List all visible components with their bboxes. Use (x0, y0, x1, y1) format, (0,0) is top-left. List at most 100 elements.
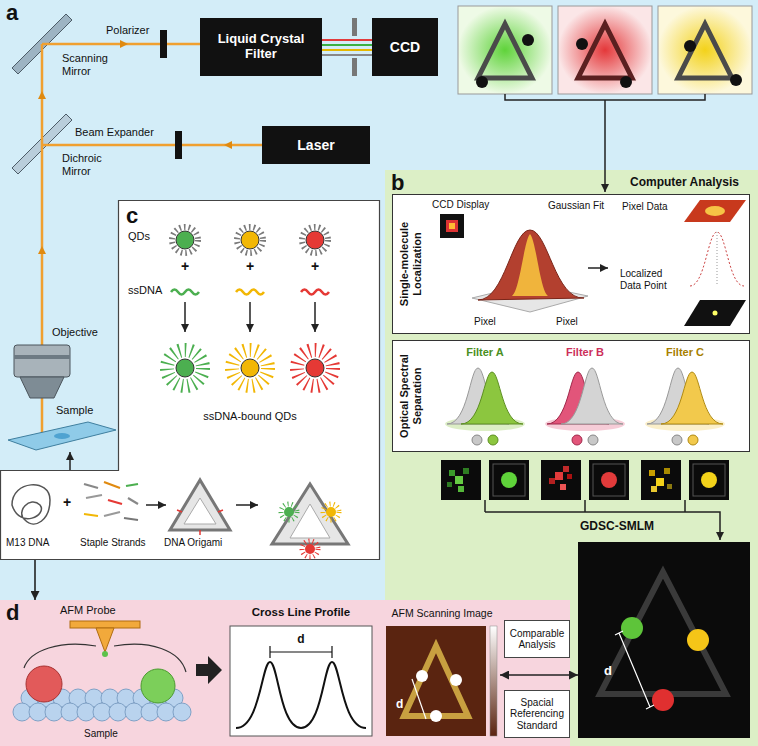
ssdna-strand (171, 290, 329, 295)
separated-image (664, 468, 670, 474)
staple-strands (104, 482, 120, 488)
part-label: QDs (128, 230, 150, 243)
sample-slide (8, 422, 116, 450)
panel-d-ground (0, 600, 570, 746)
sample-spheres (109, 703, 127, 721)
dna-origami (305, 544, 315, 554)
part-label: Scanning Mirror (62, 52, 124, 77)
polarizer (160, 30, 167, 58)
separated-image (447, 482, 452, 487)
bound-quantum-dot (297, 350, 333, 386)
part-label: ssDNA-bound QDs (180, 410, 320, 423)
flow-arrow (236, 504, 258, 506)
bound-quantum-dot (297, 350, 333, 386)
separated-image (449, 470, 455, 476)
afm-picture (412, 679, 426, 719)
staple-strands (86, 495, 102, 498)
part-label: ssDNA (128, 284, 162, 297)
note-box: Spacial Referencing Standard (504, 690, 570, 738)
sample-spheres (13, 703, 31, 721)
box-ground (392, 340, 750, 452)
plus-sign: + (308, 258, 322, 274)
ccd-image (458, 6, 552, 94)
dna-origami (284, 507, 294, 517)
filter-spectrum (445, 368, 525, 445)
plus-sign: + (60, 494, 74, 510)
polarizer (160, 30, 167, 58)
part-label: CCD Display (432, 199, 489, 211)
separated-image (441, 460, 529, 500)
filter-label: Filter C (645, 346, 725, 359)
connector-arrow (500, 674, 578, 676)
quantum-dot (302, 227, 328, 253)
bound-quantum-dot (241, 359, 259, 377)
part-label: Sample (56, 404, 93, 417)
separated-image (455, 476, 463, 484)
sample-spheres (157, 703, 175, 721)
slit (352, 18, 357, 36)
sample-spheres (45, 703, 63, 721)
filter-spectrum (472, 435, 482, 445)
ccd-image (558, 6, 652, 94)
panel-b-ground (385, 170, 758, 746)
sample-spheres (125, 703, 143, 721)
quantum-dot (237, 227, 263, 253)
dna-origami (302, 541, 318, 557)
localized-point (684, 300, 746, 326)
separated-image (689, 460, 729, 500)
flow-arrow (146, 504, 166, 506)
profile-plot: Cross Line Profiled (226, 606, 376, 740)
smlm-image (652, 689, 674, 711)
part-label: AFM Probe (60, 604, 116, 617)
sample-spheres (61, 703, 79, 721)
separated-image (549, 478, 555, 484)
ssdna-strand (171, 290, 199, 295)
beam-direction (38, 91, 46, 99)
gaussian-plot (478, 230, 584, 300)
separated-image (701, 472, 717, 488)
ccd-image (658, 6, 752, 94)
part-label: Polarizer (106, 24, 149, 37)
distance-label: d (396, 698, 403, 712)
bound-quantum-dot (232, 350, 268, 386)
part-label: Objective (52, 326, 98, 339)
distance-label: d (604, 664, 612, 679)
panel-d: dCross Line ProfiledAFM Scanning ImagedC… (0, 600, 570, 746)
laser-box: Laser (262, 126, 370, 164)
fit-curve (717, 232, 718, 286)
filter-spectrum (661, 372, 723, 424)
part-label: Dichroic Mirror (62, 152, 124, 177)
plus-sign: + (178, 258, 192, 274)
part-label: Pixel Data (622, 201, 668, 213)
quantum-dot (172, 227, 198, 253)
part-label: M13 DNA (6, 537, 49, 549)
staple-strands (128, 498, 138, 504)
staple-strands (126, 484, 138, 486)
sample-spheres (141, 703, 159, 721)
separated-image (458, 486, 464, 492)
ccd-image (558, 6, 652, 94)
beam-direction (38, 246, 46, 254)
sample-spheres (26, 666, 62, 702)
flow-arrow (69, 452, 71, 470)
staple-strands (108, 500, 122, 504)
filter-label: Filter B (545, 346, 625, 359)
step-title: Single-molecule Localization (395, 198, 427, 330)
separated-image (649, 470, 655, 476)
box-label: Spacial Referencing Standard (509, 697, 565, 732)
afm-probe (70, 621, 140, 628)
profile-chart (230, 626, 372, 736)
filter-spectrum (645, 368, 725, 445)
fit-curve (690, 232, 744, 286)
quantum-dot (306, 231, 324, 249)
localized-point (684, 300, 746, 326)
scan-arc (24, 644, 96, 668)
flow-arrow (485, 500, 720, 540)
step-title: Optical Spectral Separation (395, 344, 427, 448)
separated-image (563, 466, 569, 472)
separated-image (441, 460, 481, 500)
image-title: Cross Line Profile (226, 606, 376, 619)
bound-quantum-dot (167, 350, 203, 386)
staple-strands (124, 518, 138, 520)
